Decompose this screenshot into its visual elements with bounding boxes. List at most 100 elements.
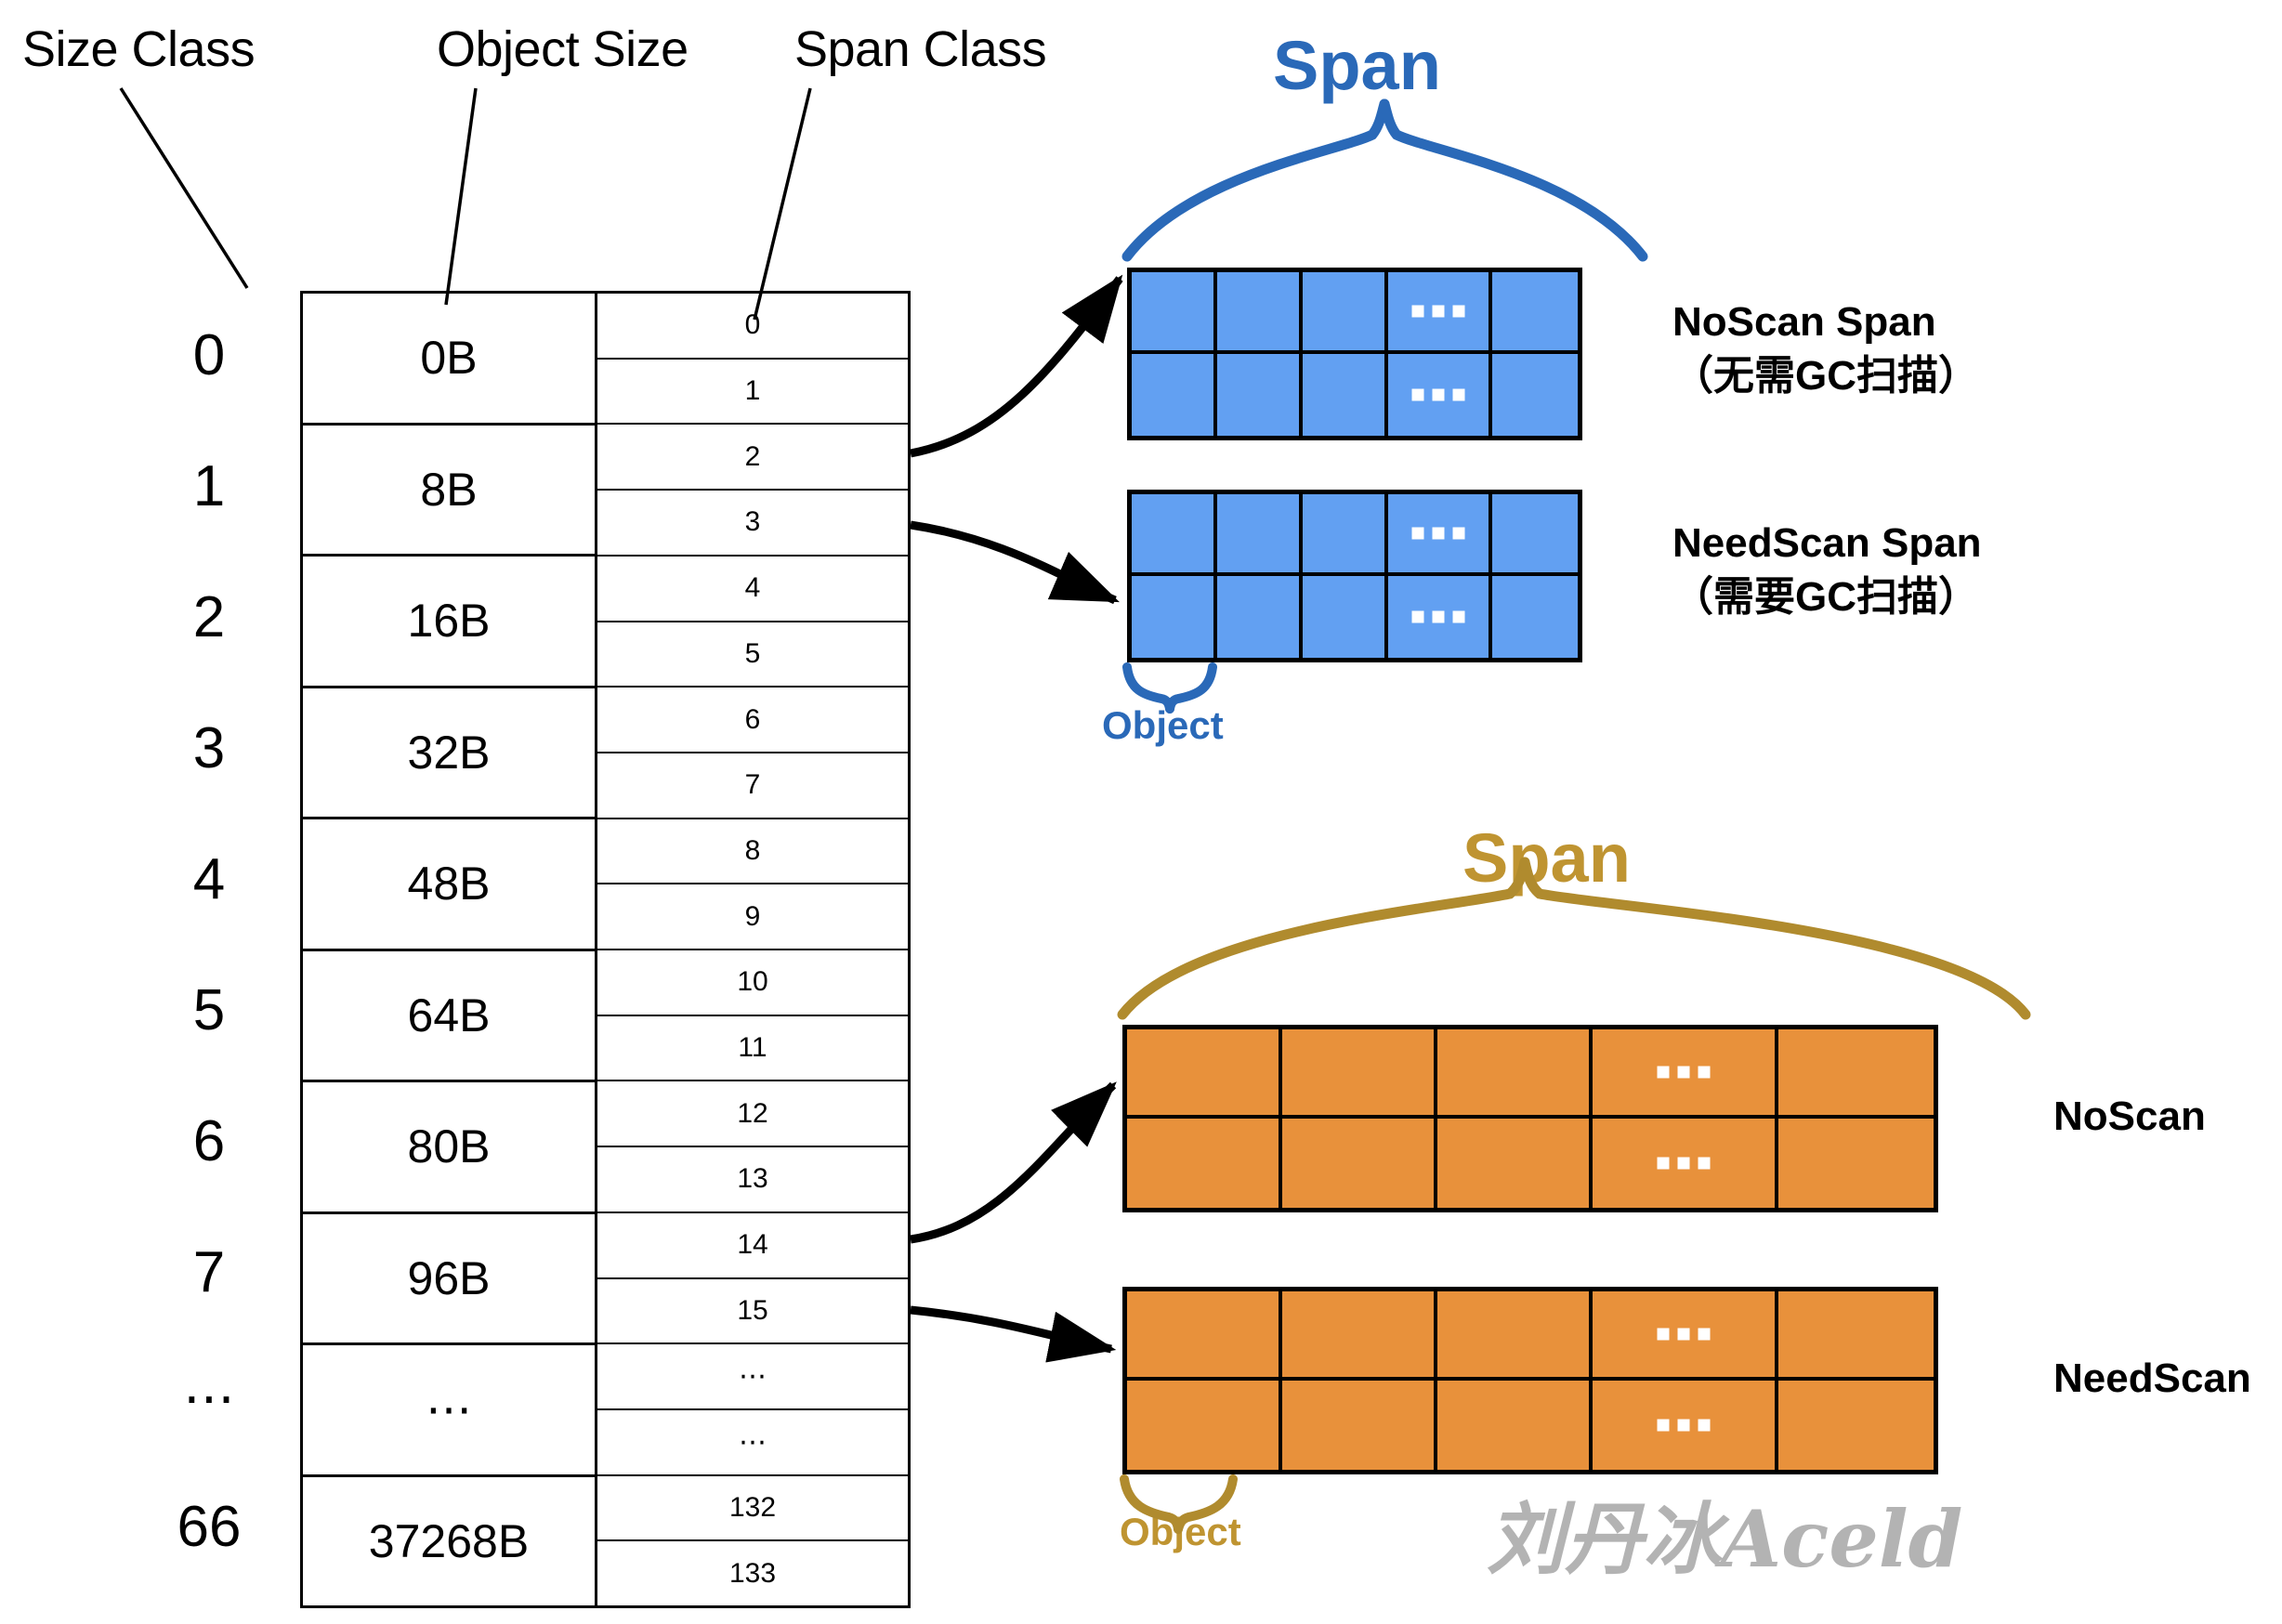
size-class-table: 0B 8B 16B 32B 48B 64B 80B 96B ⋯ 37268B 0…: [300, 291, 911, 1608]
span-class-cell: 12: [597, 1081, 908, 1148]
span-object-column: [1132, 272, 1217, 436]
size-class-value: ⋯: [183, 1369, 235, 1427]
arrow-to-noscan-span-blue: [910, 274, 1123, 458]
header-span-class: Span Class: [794, 21, 1047, 77]
object-size-cell: 64B: [303, 951, 595, 1082]
object-size-cell: 8B: [303, 426, 595, 557]
noscan-span-label-line1: NoScan Span: [1672, 299, 1936, 345]
span-object-cell: [1217, 272, 1299, 354]
span-object-cell-ellipsis: [1388, 272, 1489, 354]
span-object-cell: [1303, 272, 1384, 354]
span-object-cell-ellipsis: [1593, 1029, 1775, 1119]
span-class-cell: 5: [597, 622, 908, 688]
span-object-column-ellipsis: [1593, 1291, 1778, 1470]
size-class-value: 7: [192, 1240, 226, 1304]
span-class-cell: 4: [597, 557, 908, 622]
span-object-column-ellipsis: [1388, 272, 1492, 436]
span-object-column: [1282, 1029, 1437, 1208]
span-object-column: [1492, 272, 1578, 436]
noscan-span-block-orange: [1122, 1025, 1938, 1212]
span-object-cell: [1492, 354, 1578, 436]
span-class-cell: 10: [597, 950, 908, 1016]
noscan-span-label-line2: （无需GC扫描）: [1672, 353, 1979, 399]
span-object-cell: [1132, 576, 1213, 658]
span-class-cell: ⋯: [597, 1410, 908, 1476]
span-object-column: [1127, 1291, 1282, 1470]
object-size-cell: 80B: [303, 1082, 595, 1214]
span-object-cell: [1437, 1291, 1589, 1381]
object-size-cell: 37268B: [368, 1514, 530, 1567]
size-class-value: 4: [192, 847, 226, 911]
span-object-cell: [1778, 1119, 1934, 1208]
needscan-span-block-blue: [1127, 490, 1582, 662]
span-object-column: [1282, 1291, 1437, 1470]
span-object-cell-ellipsis: [1593, 1291, 1775, 1381]
span-object-cell: [1303, 354, 1384, 436]
span-object-cell: [1437, 1119, 1589, 1208]
span-object-cell: [1437, 1029, 1589, 1119]
span-class-cell: 15: [597, 1279, 908, 1345]
size-class-value: 6: [192, 1109, 226, 1173]
ellipsis-icon: [1657, 1419, 1711, 1432]
object-size-cell: 16B: [303, 557, 595, 688]
span-object-column: [1437, 1291, 1593, 1470]
span-object-cell-ellipsis: [1593, 1119, 1775, 1208]
span-brace-blue: [1121, 98, 1648, 262]
object-label-blue: Object: [1102, 703, 1224, 747]
span-object-column: [1127, 1029, 1282, 1208]
needscan-span-label-blue: NeedScan Span （需要GC扫描）: [1672, 517, 1982, 624]
span-object-column: [1303, 494, 1388, 658]
span-object-column: [1437, 1029, 1593, 1208]
span-object-cell-ellipsis: [1593, 1381, 1775, 1470]
arrow-to-needscan-span-orange: [910, 1305, 1117, 1363]
span-class-cell: 6: [597, 688, 908, 753]
span-object-cell: [1132, 272, 1213, 354]
noscan-span-label-blue: NoScan Span （无需GC扫描）: [1672, 295, 1979, 403]
span-object-cell: [1282, 1291, 1434, 1381]
span-object-column-ellipsis: [1388, 494, 1492, 658]
span-object-column: [1217, 272, 1303, 436]
span-object-cell: [1217, 354, 1299, 436]
ellipsis-icon: [1411, 305, 1465, 318]
span-object-cell-ellipsis: [1388, 576, 1489, 658]
ellipsis-icon: [1657, 1066, 1711, 1079]
size-class-value: 3: [192, 716, 226, 780]
header-leader-lines: [119, 87, 812, 321]
object-size-cell: ⋯: [303, 1345, 595, 1477]
span-object-cell: [1127, 1291, 1279, 1381]
ellipsis-icon: [1411, 610, 1465, 623]
span-object-cell: [1282, 1119, 1434, 1208]
span-object-cell: [1778, 1029, 1934, 1119]
blue-span-title: Span: [1273, 27, 1441, 104]
needscan-label-orange: NeedScan: [2053, 1356, 2251, 1401]
span-object-cell: [1217, 494, 1299, 576]
size-class-value: 0: [192, 323, 226, 387]
span-object-cell: [1303, 576, 1384, 658]
needscan-span-label-line2: （需要GC扫描）: [1672, 574, 1979, 621]
span-object-cell: [1282, 1029, 1434, 1119]
ellipsis-icon: [1411, 388, 1465, 401]
span-object-column: [1303, 272, 1388, 436]
span-class-cell: ⋯: [597, 1344, 908, 1410]
span-class-cell: 11: [597, 1016, 908, 1082]
noscan-label-orange: NoScan: [2053, 1094, 2206, 1139]
span-object-column: [1778, 1291, 1934, 1470]
noscan-span-block-blue: [1127, 268, 1582, 440]
size-class-value: 5: [192, 978, 226, 1042]
arrow-to-needscan-span-blue: [910, 520, 1120, 605]
object-size-cell: 32B: [303, 688, 595, 819]
size-class-value: 1: [192, 454, 226, 518]
span-class-column: 0 1 2 3 4 5 6 7 8 9 10 11 12 13 14 15 ⋯ …: [597, 294, 908, 1605]
watermark: 刘丹冰Aceld: [1487, 1493, 1963, 1585]
span-object-cell: [1492, 576, 1578, 658]
header-object-size: Object Size: [437, 21, 689, 77]
span-class-cell: 1: [597, 360, 908, 426]
span-class-cell: 9: [597, 884, 908, 951]
span-class-cell: 0: [597, 294, 908, 360]
span-object-cell: [1303, 494, 1384, 576]
span-object-cell-ellipsis: [1388, 354, 1489, 436]
span-object-cell: [1492, 494, 1578, 576]
span-class-cell: 8: [597, 819, 908, 885]
ellipsis-icon: [1411, 527, 1465, 540]
span-object-cell: [1492, 272, 1578, 354]
